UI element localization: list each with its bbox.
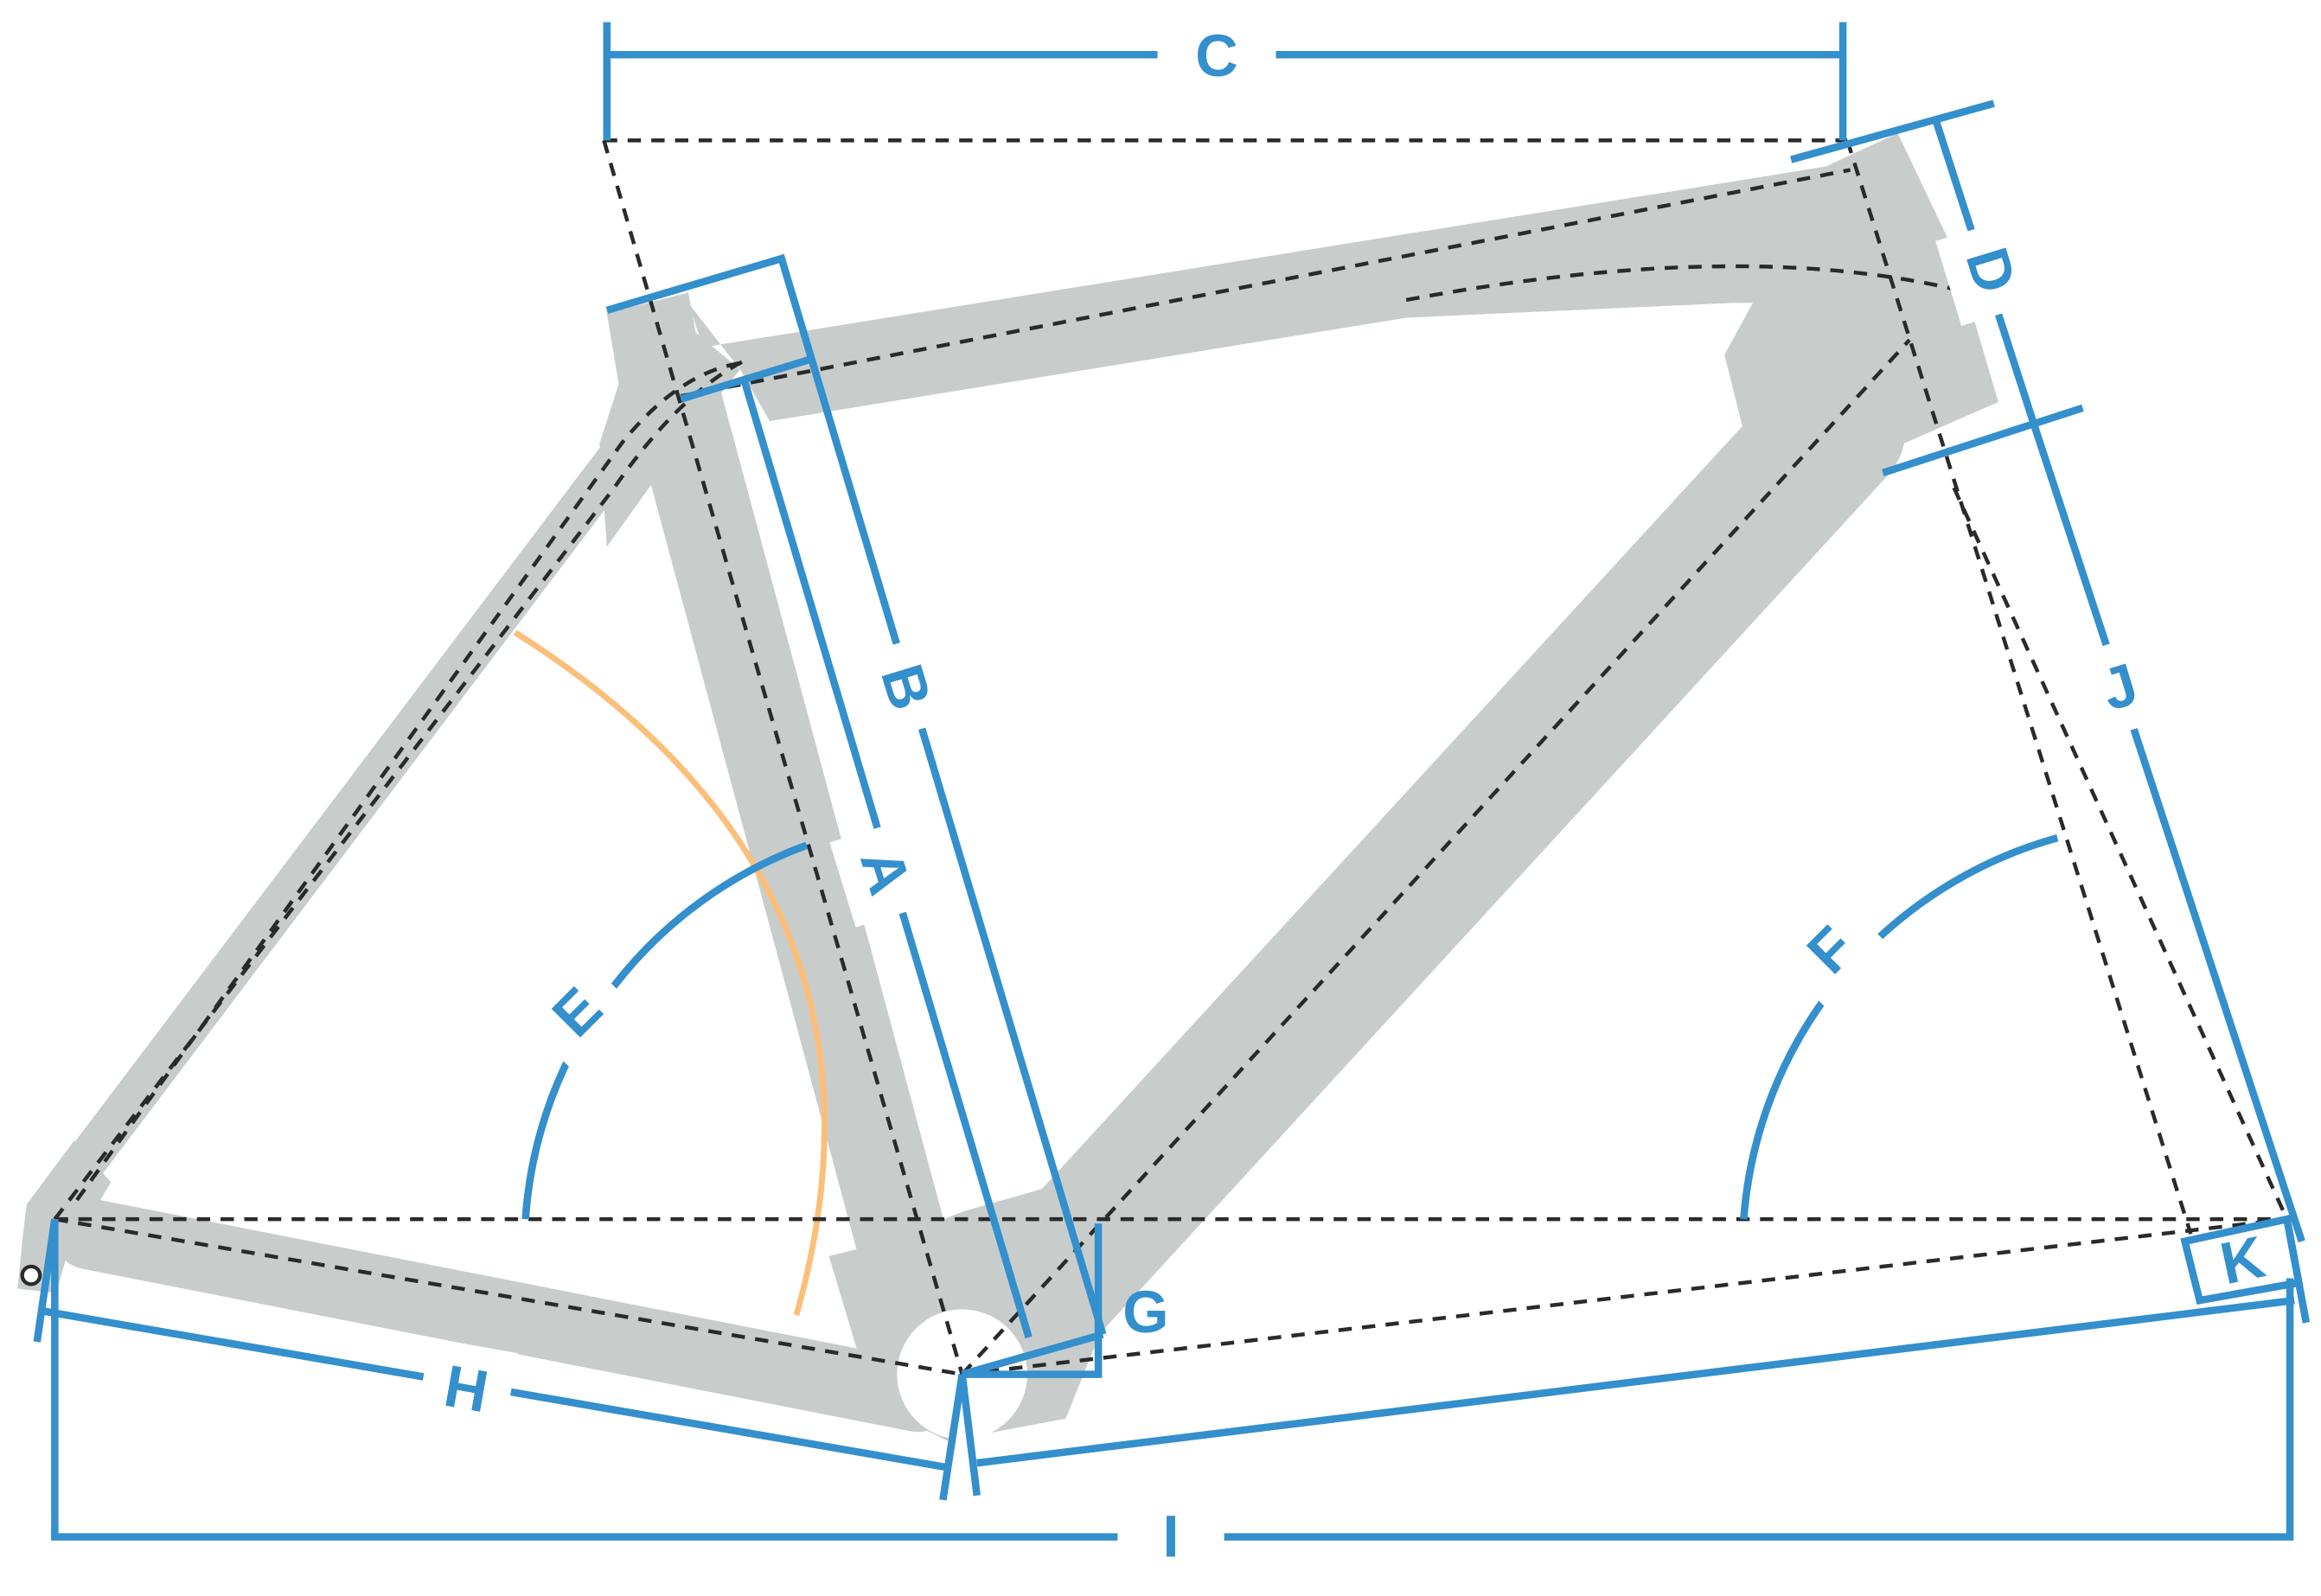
label-c: C xyxy=(1157,15,1276,104)
label-f: F xyxy=(1768,887,1895,1013)
svg-text:G: G xyxy=(1122,1280,1168,1345)
label-j: J xyxy=(2064,631,2176,743)
label-a: A xyxy=(829,816,941,928)
dimension-labels: C B A D J E F G K H I xyxy=(414,15,2270,1581)
chain-stay xyxy=(53,1198,954,1433)
label-g: G xyxy=(1122,1280,1168,1345)
bike-frame xyxy=(17,132,1998,1441)
seat-stay xyxy=(61,393,673,1189)
label-d: D xyxy=(1935,214,2047,326)
construction-lines xyxy=(53,138,2289,1376)
svg-text:I: I xyxy=(1162,1504,1179,1570)
label-k: K xyxy=(2215,1224,2270,1298)
svg-text:K: K xyxy=(2215,1224,2270,1298)
top-tube xyxy=(687,163,1910,422)
label-b: B xyxy=(850,631,962,743)
head-tube xyxy=(1724,132,1998,510)
seat-tube-angle-arc xyxy=(513,629,828,1317)
label-h: H xyxy=(414,1337,518,1441)
label-i: I xyxy=(1117,1492,1224,1581)
seat-cluster xyxy=(599,292,740,547)
label-e: E xyxy=(514,949,641,1076)
down-tube xyxy=(950,358,1906,1386)
svg-text:C: C xyxy=(1195,23,1237,89)
rear-axle-icon xyxy=(20,1264,42,1286)
